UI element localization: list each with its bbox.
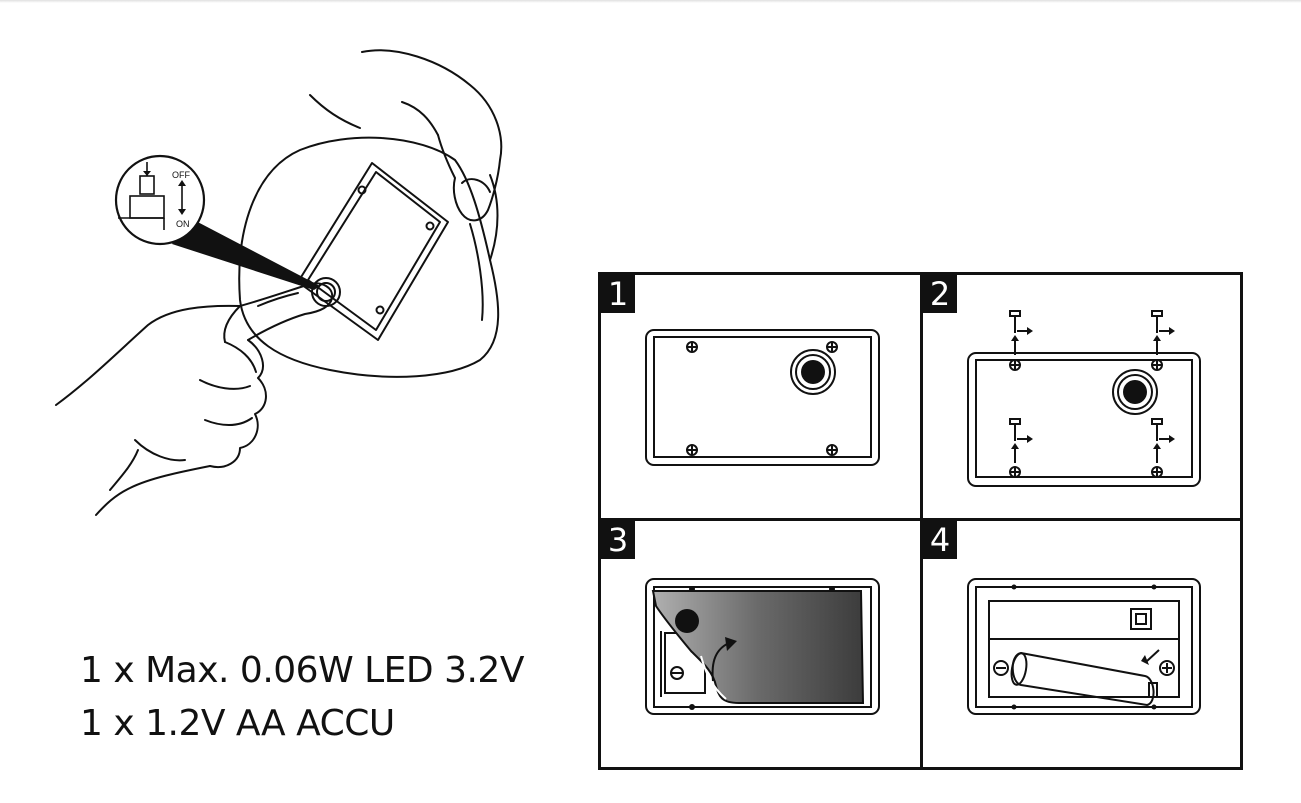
- top-divider: [0, 0, 1301, 3]
- grid-vertical-divider: [920, 275, 923, 767]
- step-4-panel: 4: [923, 521, 1240, 767]
- lamp-body: [238, 136, 500, 378]
- step-3-number: 3: [601, 521, 635, 559]
- step-4-number: 4: [923, 521, 957, 559]
- spec-battery: 1 x 1.2V AA ACCU: [80, 703, 395, 744]
- on-label: ON: [176, 219, 190, 229]
- pointing-hand: [55, 282, 334, 406]
- step-2-number: 2: [923, 275, 957, 313]
- switch-illustration: OFF ON: [55, 49, 503, 516]
- cover-flap: [651, 590, 865, 704]
- off-label: OFF: [172, 170, 190, 180]
- panel-outer: [297, 162, 449, 341]
- step-2-illustration: [967, 310, 1201, 487]
- switch-callout: OFF ON: [114, 154, 206, 246]
- spec-led: 1 x Max. 0.06W LED 3.2V: [80, 650, 524, 691]
- panel-inner: [307, 171, 441, 331]
- step-1-illustration: [645, 329, 880, 466]
- step-3-panel: 3: [601, 521, 920, 767]
- callout-pointer: [172, 218, 320, 290]
- grid-horizontal-divider: [601, 518, 1240, 521]
- step-1-panel: 1: [601, 275, 920, 518]
- step-2-panel: 2: [923, 275, 1240, 518]
- steps-grid: 1 2: [598, 272, 1243, 770]
- upper-hand: [361, 49, 503, 222]
- step-1-number: 1: [601, 275, 635, 313]
- step-3-illustration: [645, 578, 880, 715]
- step-4-illustration: [967, 578, 1201, 715]
